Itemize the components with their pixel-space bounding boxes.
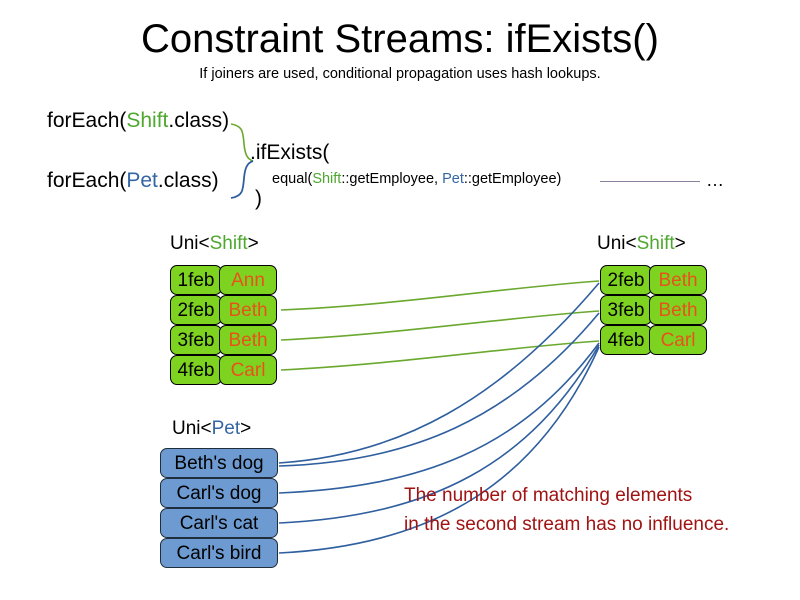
table-row: 4feb Carl [170,355,277,385]
table-row: 3feb Beth [600,295,707,325]
foreach-shift-suffix: .class) [168,109,230,132]
shift-name-cell: Beth [649,295,707,325]
label-prefix: Uni< [172,418,212,439]
code-foreach-shift: forEach(Shift.class) [47,108,229,133]
shift-date-cell: 4feb [170,355,222,385]
label-suffix: > [247,233,259,254]
shift-date-cell: 3feb [170,325,222,355]
pet-cell: Carl's dog [160,478,278,508]
equal-pet-method: ::getEmployee) [463,171,562,187]
stream-join-brace-icon [230,123,254,199]
shift-date-cell: 1feb [170,265,222,295]
equal-shift-type: Shift [312,171,342,187]
shift-name-cell: Carl [219,355,277,385]
right-shift-stream-label: Uni<Shift> [597,232,686,255]
shift-name-cell: Beth [219,325,277,355]
shift-date-cell: 4feb [600,325,652,355]
label-type: Pet [211,418,241,439]
label-suffix: > [240,418,252,439]
annotation-note: The number of matching elements in the s… [404,481,729,539]
equal-shift-method: ::getEmployee, [341,171,443,187]
foreach-shift-type: Shift [126,109,169,132]
pet-stream-label: Uni<Pet> [172,417,251,440]
list-item: Beth's dog [160,448,278,478]
table-row: 4feb Carl [600,325,707,355]
link-shift-3feb [280,310,600,341]
list-item: Carl's bird [160,538,278,568]
label-type: Shift [636,233,675,254]
link-shift-4feb [280,340,600,371]
page-title: Constraint Streams: ifExists() [141,17,659,61]
shift-date-cell: 3feb [600,295,652,325]
left-shift-stream-label: Uni<Shift> [170,232,259,255]
annotation-line-1: The number of matching elements [404,485,693,506]
shift-date-cell: 2feb [600,265,652,295]
foreach-pet-type: Pet [126,169,158,192]
link-pet-carlsdog-4feb [278,342,600,494]
label-prefix: Uni< [597,233,637,254]
list-item: Carl's cat [160,508,278,538]
page-subtitle: If joiners are used, conditional propaga… [199,66,601,82]
annotation-line-2: in the second stream has no influence. [404,514,730,535]
foreach-pet-prefix: forEach( [47,169,127,192]
code-ifexists-call: .ifExists( [250,141,330,164]
pet-cell: Beth's dog [160,448,278,478]
equal-trailing-rule [600,181,700,182]
table-row: 2feb Beth [170,295,277,325]
link-pet-bethsdog-3feb [278,312,600,467]
label-suffix: > [674,233,686,254]
list-item: Carl's dog [160,478,278,508]
label-prefix: Uni< [170,233,210,254]
link-pet-bethsdog-2feb [278,282,600,464]
table-row: 3feb Beth [170,325,277,355]
link-shift-2feb [280,280,600,311]
shift-name-cell: Beth [219,295,277,325]
table-row: 2feb Beth [600,265,707,295]
equal-ellipsis: … [706,170,724,190]
foreach-pet-suffix: .class) [157,169,219,192]
shift-name-cell: Carl [649,325,707,355]
code-close-paren: ) [255,187,262,210]
foreach-shift-prefix: forEach( [47,109,127,132]
shift-date-cell: 2feb [170,295,222,325]
equal-prefix: equal( [272,171,313,187]
pet-cell: Carl's cat [160,508,278,538]
label-type: Shift [209,233,248,254]
code-equal-joiner: equal(Shift::getEmployee, Pet::getEmploy… [272,170,561,188]
shift-name-cell: Ann [219,265,277,295]
shift-name-cell: Beth [649,265,707,295]
table-row: 1feb Ann [170,265,277,295]
code-foreach-pet: forEach(Pet.class) [47,168,219,193]
pet-cell: Carl's bird [160,538,278,568]
equal-pet-type: Pet [442,171,464,187]
